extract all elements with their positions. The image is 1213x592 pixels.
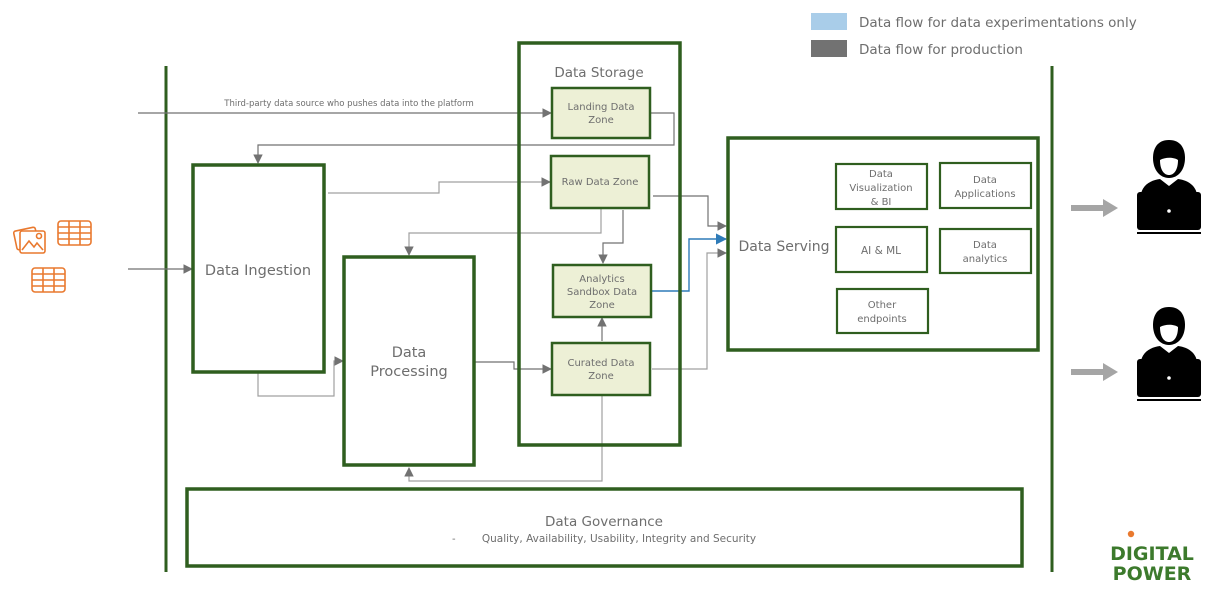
sandbox-zone-line3: Zone bbox=[589, 300, 614, 311]
data-governance-title: Data Governance bbox=[545, 514, 663, 530]
flow-raw-to-processing bbox=[404, 209, 602, 256]
legend-label-experimental: Data flow for data experimentations only bbox=[859, 15, 1137, 31]
apps-line2: Applications bbox=[954, 189, 1015, 200]
flow-ingestion-to-raw bbox=[328, 177, 551, 194]
landing-zone-line2: Zone bbox=[588, 115, 613, 126]
digital-power-logo: DIGITAL POWER bbox=[1110, 530, 1194, 585]
image-icon bbox=[12, 226, 46, 254]
serving-item-data-applications[interactable]: Data Applications bbox=[938, 161, 1033, 210]
serving-item-other-endpoints[interactable]: Other endpoints bbox=[835, 287, 930, 335]
aiml-line1: AI & ML bbox=[861, 245, 901, 257]
data-governance-bullet: - bbox=[452, 534, 456, 545]
legend-item-production: Data flow for production bbox=[811, 40, 1023, 58]
flow-curated-to-processing bbox=[404, 396, 603, 482]
data-storage-container: Data Storage bbox=[517, 41, 682, 447]
table-icon bbox=[31, 267, 66, 293]
flow-processing-to-curated bbox=[475, 361, 552, 374]
data-governance-box[interactable]: Data Governance - Quality, Availability,… bbox=[185, 487, 1024, 568]
landing-zone-line1: Landing Data bbox=[568, 102, 635, 113]
legend-swatch-production bbox=[811, 40, 847, 57]
data-processing-box[interactable]: Data Processing bbox=[342, 255, 476, 467]
other-line1: Other bbox=[868, 300, 897, 311]
curated-zone-line1: Curated Data bbox=[567, 358, 634, 369]
sandbox-zone-line1: Analytics bbox=[579, 274, 624, 285]
analytics-line2: analytics bbox=[963, 254, 1008, 265]
user-laptop-icon bbox=[1137, 307, 1201, 401]
viz-line3: & BI bbox=[871, 197, 892, 208]
user-1 bbox=[1071, 140, 1201, 234]
curated-zone-line2: Zone bbox=[588, 371, 613, 382]
legend-item-experimental: Data flow for data experimentations only bbox=[811, 13, 1137, 31]
user-laptop-icon bbox=[1137, 140, 1201, 234]
data-processing-label-line2: Processing bbox=[370, 364, 447, 380]
data-storage-title: Data Storage bbox=[554, 65, 643, 81]
data-processing-label-line1: Data bbox=[392, 345, 427, 361]
curated-data-zone[interactable]: Curated Data Zone bbox=[550, 341, 652, 397]
data-sources bbox=[12, 220, 92, 293]
data-ingestion-box[interactable]: Data Ingestion bbox=[191, 163, 326, 374]
flow-ingestion-to-processing bbox=[257, 356, 344, 397]
data-governance-subtitle: Quality, Availability, Usability, Integr… bbox=[482, 533, 756, 545]
flow-landing-to-ingestion bbox=[253, 112, 675, 164]
analytics-line1: Data bbox=[973, 240, 997, 251]
other-line2: endpoints bbox=[857, 314, 907, 325]
raw-data-zone[interactable]: Raw Data Zone bbox=[549, 154, 651, 210]
third-party-label: Third-party data source who pushes data … bbox=[223, 99, 474, 109]
logo-line1: DIGITAL bbox=[1110, 543, 1194, 565]
user-2 bbox=[1071, 307, 1201, 401]
table-icon bbox=[57, 220, 92, 246]
analytics-sandbox-data-zone[interactable]: Analytics Sandbox Data Zone bbox=[551, 263, 653, 319]
sandbox-zone-line2: Sandbox Data bbox=[567, 287, 637, 298]
flow-sandbox-to-serving bbox=[652, 233, 728, 292]
legend-swatch-experimental bbox=[811, 13, 847, 30]
viz-line1: Data bbox=[869, 169, 893, 180]
data-ingestion-label: Data Ingestion bbox=[205, 263, 311, 279]
serving-item-data-analytics[interactable]: Data analytics bbox=[938, 227, 1033, 275]
logo-dot-icon bbox=[1127, 530, 1135, 538]
raw-zone-line1: Raw Data Zone bbox=[562, 177, 639, 188]
flow-raw-to-sandbox bbox=[598, 210, 624, 264]
user-arrow-icon bbox=[1071, 199, 1118, 217]
viz-line2: Visualization bbox=[849, 183, 912, 194]
apps-line1: Data bbox=[973, 175, 997, 186]
flow-raw-to-serving bbox=[653, 195, 727, 231]
serving-item-ai-ml[interactable]: AI & ML bbox=[834, 225, 929, 274]
legend-label-production: Data flow for production bbox=[859, 42, 1023, 58]
legend: Data flow for data experimentations only… bbox=[811, 13, 1137, 58]
data-serving-title: Data Serving bbox=[738, 239, 829, 255]
user-arrow-icon bbox=[1071, 363, 1118, 381]
serving-item-visualization-bi[interactable]: Data Visualization & BI bbox=[834, 162, 929, 211]
landing-data-zone[interactable]: Landing Data Zone bbox=[550, 86, 652, 140]
logo-line2: POWER bbox=[1113, 563, 1192, 585]
